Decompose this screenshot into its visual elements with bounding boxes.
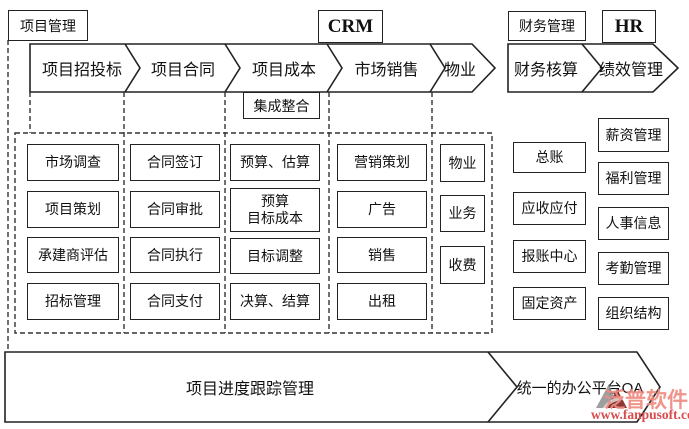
task-box-contract-payment: 合同支付 — [130, 283, 220, 320]
band-separator-4 — [429, 43, 446, 93]
hr-box-salary-management: 薪资管理 — [598, 118, 669, 152]
hr-box-welfare-management: 福利管理 — [598, 162, 669, 195]
finance-box-receivable-payable: 应收应付 — [513, 192, 586, 225]
task-box-budget-estimate: 预算、估算 — [230, 144, 320, 181]
task-box-project-planning: 项目策划 — [27, 191, 119, 228]
task-box-target-adjustment: 目标调整 — [230, 238, 320, 274]
bottom-arrow-oa-label: 统一的办公平台OA — [516, 379, 644, 397]
band-separator-3 — [326, 43, 343, 93]
bottom-arrow-separator — [487, 351, 519, 423]
task-box-fees: 收费 — [440, 246, 485, 284]
task-box-rental: 出租 — [337, 283, 427, 320]
task-box-final-settlement: 决算、结算 — [230, 283, 320, 320]
band-segment-contract: 项目合同 — [150, 62, 215, 79]
band-segment-performance: 绩效管理 — [598, 62, 663, 79]
band-segment-sales: 市场销售 — [354, 62, 419, 79]
finance-box-fixed-assets: 固定资产 — [513, 287, 586, 320]
hr-box-personnel-info: 人事信息 — [598, 207, 669, 240]
tag-finance-management: 财务管理 — [508, 11, 586, 41]
process-band-shape — [29, 43, 497, 93]
tag-hr: HR — [602, 10, 656, 43]
tag-project-management: 项目管理 — [8, 10, 88, 41]
finance-box-general-ledger: 总账 — [513, 142, 586, 173]
hr-box-org-structure: 组织结构 — [598, 297, 669, 330]
band-separator-2 — [224, 43, 241, 93]
band-segment-bidding: 项目招投标 — [41, 62, 122, 79]
task-box-bid-management: 招标管理 — [27, 283, 119, 320]
task-box-market-survey: 市场调查 — [27, 144, 119, 181]
tag-integration: 集成整合 — [243, 92, 320, 119]
modules-dashed-container — [14, 132, 493, 334]
band-segment-property: 物业 — [443, 62, 476, 79]
band-separator-1 — [124, 43, 141, 93]
task-box-marketing-planning: 营销策划 — [337, 144, 427, 181]
band-segment-cost: 项目成本 — [251, 62, 316, 79]
task-box-property: 物业 — [440, 144, 485, 182]
bottom-arrow-progress-label: 项目进度跟踪管理 — [185, 381, 314, 398]
finance-band-separator — [581, 43, 604, 93]
bottom-arrow-shape — [4, 351, 661, 423]
finance-band-shape — [507, 43, 680, 93]
tag-crm: CRM — [318, 10, 383, 43]
task-box-budget-target-cost: 预算 目标成本 — [230, 188, 320, 232]
task-box-contract-execution: 合同执行 — [130, 237, 220, 273]
task-box-sales: 销售 — [337, 237, 427, 273]
task-box-contractor-evaluation: 承建商评估 — [27, 237, 119, 273]
task-box-business: 业务 — [440, 195, 485, 232]
hr-box-attendance-management: 考勤管理 — [598, 252, 669, 285]
task-box-contract-approval: 合同审批 — [130, 191, 220, 228]
task-box-contract-signing: 合同签订 — [130, 144, 220, 181]
task-box-advertising: 广告 — [337, 191, 427, 228]
finance-box-reimbursement-center: 报账中心 — [513, 240, 586, 273]
band-segment-finance-accounting: 财务核算 — [513, 62, 578, 79]
